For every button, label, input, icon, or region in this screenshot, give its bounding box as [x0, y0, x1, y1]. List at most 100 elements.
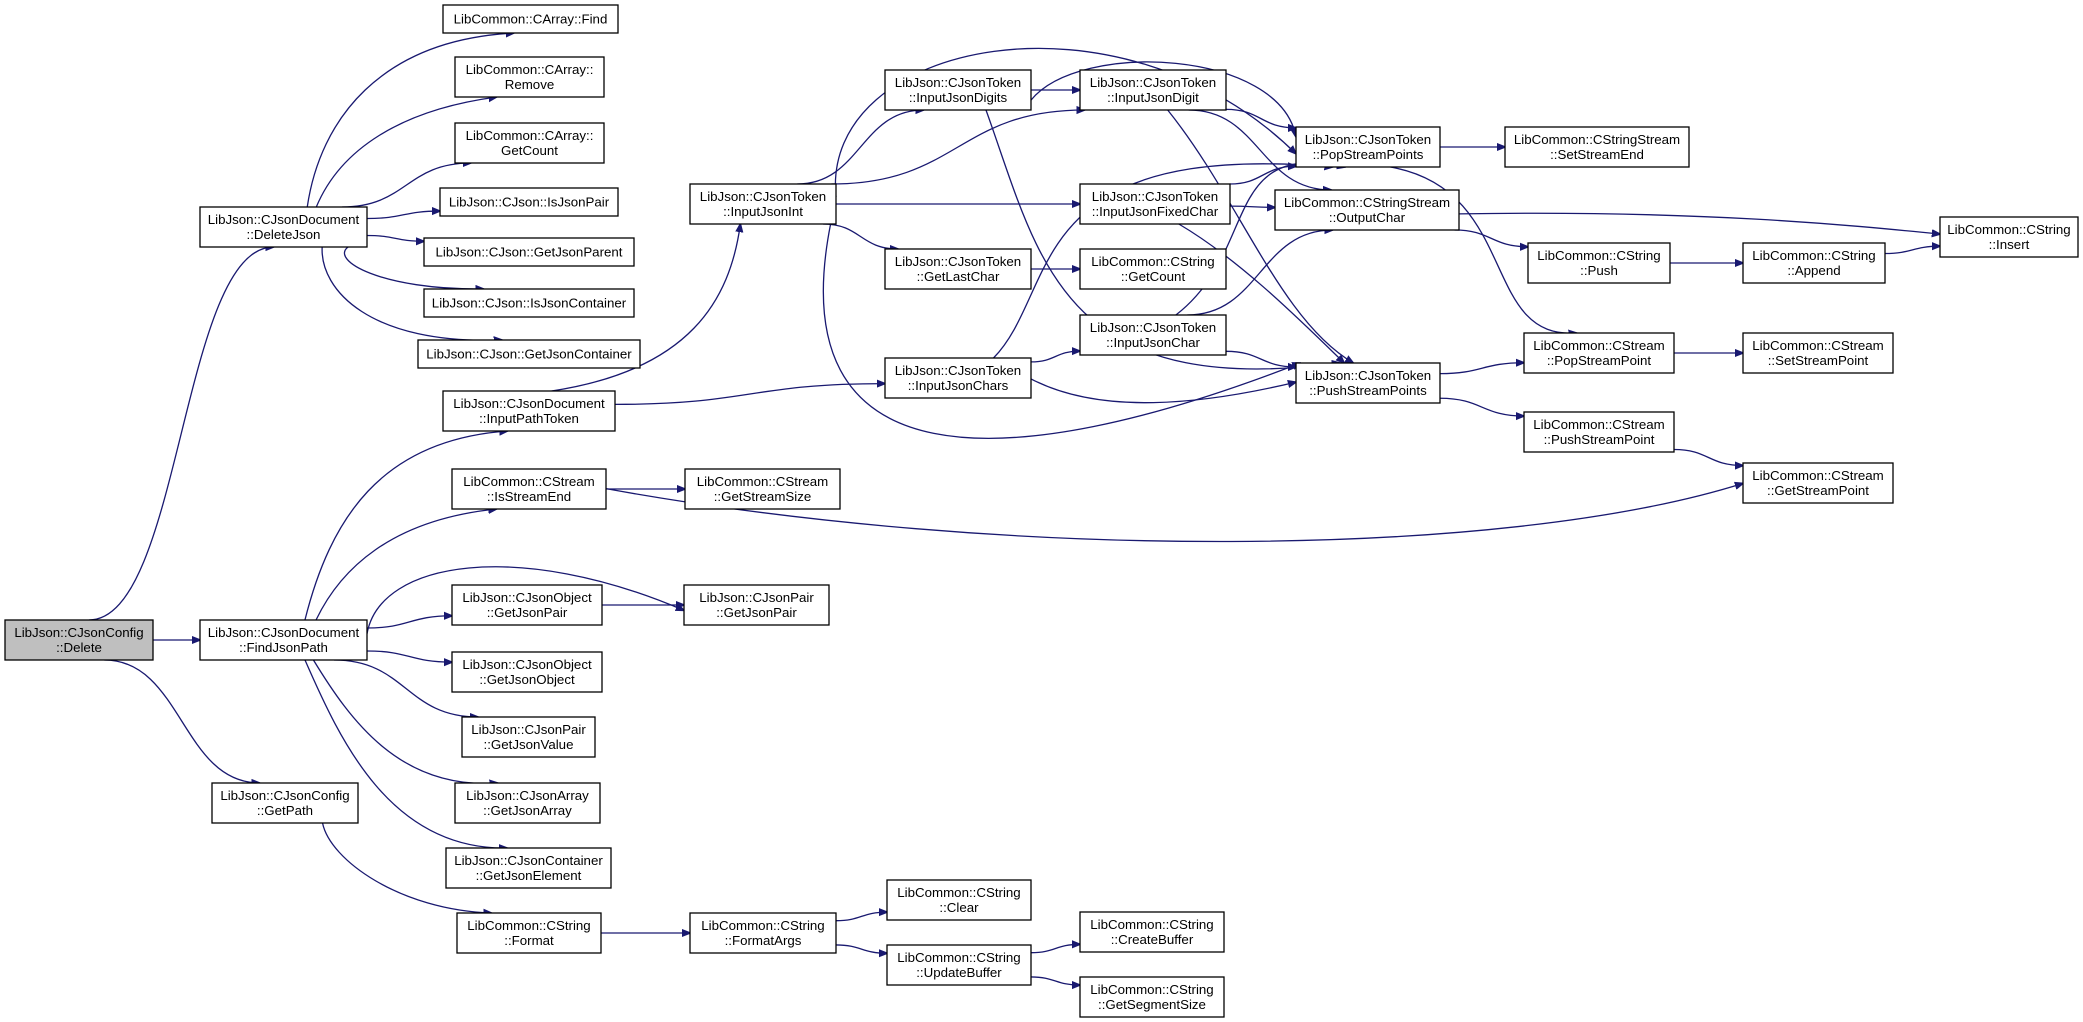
- node-n38[interactable]: LibCommon::CString::Push: [1527, 242, 1671, 284]
- node-box[interactable]: [1742, 242, 1886, 284]
- node-box[interactable]: [1079, 911, 1225, 953]
- node-n25[interactable]: LibJson::CJsonToken::InputJsonChars: [884, 357, 1032, 399]
- node-n37[interactable]: LibCommon::CStringStream::SetStreamEnd: [1504, 126, 1690, 168]
- node-n35[interactable]: LibCommon::CStringStream::OutputChar: [1274, 189, 1460, 231]
- node-box[interactable]: [1295, 362, 1441, 404]
- node-box[interactable]: [454, 122, 605, 164]
- node-n15[interactable]: LibJson::CJsonPair::GetJsonValue: [461, 716, 596, 758]
- node-box[interactable]: [442, 4, 619, 34]
- node-box[interactable]: [1079, 69, 1227, 111]
- edge-n1-n9: [343, 246, 483, 289]
- edge-n19-n36: [822, 223, 1300, 439]
- node-box[interactable]: [451, 584, 603, 626]
- node-n23[interactable]: LibJson::CJsonToken::InputJsonDigits: [884, 69, 1032, 111]
- node-box[interactable]: [417, 339, 641, 369]
- node-n0[interactable]: LibJson::CJsonConfig::Delete: [4, 619, 154, 661]
- node-label-line: LibJson::CJsonObject: [462, 590, 592, 605]
- node-box[interactable]: [1079, 183, 1231, 225]
- node-n4[interactable]: LibCommon::CArray::Find: [442, 4, 619, 34]
- node-n24[interactable]: LibJson::CJsonToken::GetLastChar: [884, 248, 1032, 290]
- node-n21[interactable]: LibJson::CJsonPair::GetJsonPair: [683, 584, 830, 626]
- node-n6[interactable]: LibCommon::CArray::GetCount: [454, 122, 605, 164]
- node-box[interactable]: [884, 357, 1032, 399]
- node-box[interactable]: [1742, 332, 1894, 374]
- node-n11[interactable]: LibJson::CJsonDocument::InputPathToken: [442, 390, 616, 432]
- node-box[interactable]: [1079, 248, 1227, 290]
- node-n43[interactable]: LibCommon::CStream::GetStreamPoint: [1742, 462, 1894, 504]
- node-n2[interactable]: LibJson::CJsonDocument::FindJsonPath: [199, 619, 368, 661]
- node-n42[interactable]: LibCommon::CStream::SetStreamPoint: [1742, 332, 1894, 374]
- edge-n3-n18: [321, 822, 492, 913]
- node-n16[interactable]: LibJson::CJsonArray::GetJsonArray: [454, 782, 601, 824]
- node-n12[interactable]: LibCommon::CStream::IsStreamEnd: [451, 468, 607, 510]
- node-n41[interactable]: LibCommon::CString::Append: [1742, 242, 1886, 284]
- node-n31[interactable]: LibJson::CJsonToken::InputJsonChar: [1079, 314, 1227, 356]
- node-n27[interactable]: LibCommon::CString::UpdateBuffer: [886, 944, 1032, 986]
- node-n32[interactable]: LibCommon::CString::CreateBuffer: [1079, 911, 1225, 953]
- node-n3[interactable]: LibJson::CJsonConfig::GetPath: [211, 782, 359, 824]
- node-n19[interactable]: LibJson::CJsonToken::InputJsonInt: [689, 183, 837, 225]
- node-box[interactable]: [211, 782, 359, 824]
- node-box[interactable]: [689, 912, 837, 954]
- node-box[interactable]: [199, 619, 368, 661]
- node-n14[interactable]: LibJson::CJsonObject::GetJsonObject: [451, 651, 603, 693]
- node-box[interactable]: [442, 390, 616, 432]
- node-box[interactable]: [1504, 126, 1690, 168]
- node-box[interactable]: [445, 847, 612, 889]
- node-box[interactable]: [451, 468, 607, 510]
- node-box[interactable]: [689, 183, 837, 225]
- node-box[interactable]: [1295, 126, 1441, 168]
- node-box[interactable]: [886, 944, 1032, 986]
- node-n9[interactable]: LibJson::CJson::IsJsonContainer: [423, 288, 635, 318]
- node-label-line: LibCommon::CStream: [1752, 338, 1884, 353]
- node-box[interactable]: [4, 619, 154, 661]
- node-n1[interactable]: LibJson::CJsonDocument::DeleteJson: [199, 206, 368, 248]
- node-box[interactable]: [456, 912, 602, 954]
- node-box[interactable]: [423, 288, 635, 318]
- edge-n1-n10: [321, 246, 502, 340]
- node-n30[interactable]: LibCommon::CString::GetCount: [1079, 248, 1227, 290]
- node-box[interactable]: [1527, 242, 1671, 284]
- node-box[interactable]: [454, 782, 601, 824]
- node-n7[interactable]: LibJson::CJson::IsJsonPair: [439, 187, 619, 217]
- node-box[interactable]: [461, 716, 596, 758]
- node-box[interactable]: [423, 237, 635, 267]
- node-box[interactable]: [1079, 314, 1227, 356]
- node-n5[interactable]: LibCommon::CArray::Remove: [454, 56, 605, 98]
- node-box[interactable]: [884, 69, 1032, 111]
- node-label-line: GetCount: [501, 143, 558, 158]
- node-box[interactable]: [1742, 462, 1894, 504]
- node-box[interactable]: [451, 651, 603, 693]
- node-n40[interactable]: LibCommon::CStream::PushStreamPoint: [1523, 411, 1675, 453]
- node-n13[interactable]: LibJson::CJsonObject::GetJsonPair: [451, 584, 603, 626]
- node-box[interactable]: [1523, 332, 1675, 374]
- node-box[interactable]: [684, 468, 841, 510]
- node-n10[interactable]: LibJson::CJson::GetJsonContainer: [417, 339, 641, 369]
- edge-n34-n39: [1390, 166, 1576, 333]
- node-n44[interactable]: LibCommon::CString::Insert: [1939, 216, 2079, 258]
- node-n36[interactable]: LibJson::CJsonToken::PushStreamPoints: [1295, 362, 1441, 404]
- node-n17[interactable]: LibJson::CJsonContainer::GetJsonElement: [445, 847, 612, 889]
- node-box[interactable]: [454, 56, 605, 98]
- node-n29[interactable]: LibJson::CJsonToken::InputJsonFixedChar: [1079, 183, 1231, 225]
- node-box[interactable]: [1523, 411, 1675, 453]
- node-box[interactable]: [884, 248, 1032, 290]
- node-box[interactable]: [439, 187, 619, 217]
- node-n20[interactable]: LibCommon::CStream::GetStreamSize: [684, 468, 841, 510]
- node-n8[interactable]: LibJson::CJson::GetJsonParent: [423, 237, 635, 267]
- node-box[interactable]: [886, 879, 1032, 921]
- node-box[interactable]: [683, 584, 830, 626]
- node-n39[interactable]: LibCommon::CStream::PopStreamPoint: [1523, 332, 1675, 374]
- node-n33[interactable]: LibCommon::CString::GetSegmentSize: [1079, 976, 1225, 1018]
- node-box[interactable]: [1274, 189, 1460, 231]
- node-n26[interactable]: LibCommon::CString::Clear: [886, 879, 1032, 921]
- node-n28[interactable]: LibJson::CJsonToken::InputJsonDigit: [1079, 69, 1227, 111]
- node-box[interactable]: [1939, 216, 2079, 258]
- node-n34[interactable]: LibJson::CJsonToken::PopStreamPoints: [1295, 126, 1441, 168]
- node-box[interactable]: [199, 206, 368, 248]
- node-label-line: ::OutputChar: [1329, 210, 1406, 225]
- node-label-line: LibJson::CJsonToken: [1090, 320, 1216, 335]
- node-box[interactable]: [1079, 976, 1225, 1018]
- node-n22[interactable]: LibCommon::CString::FormatArgs: [689, 912, 837, 954]
- node-n18[interactable]: LibCommon::CString::Format: [456, 912, 602, 954]
